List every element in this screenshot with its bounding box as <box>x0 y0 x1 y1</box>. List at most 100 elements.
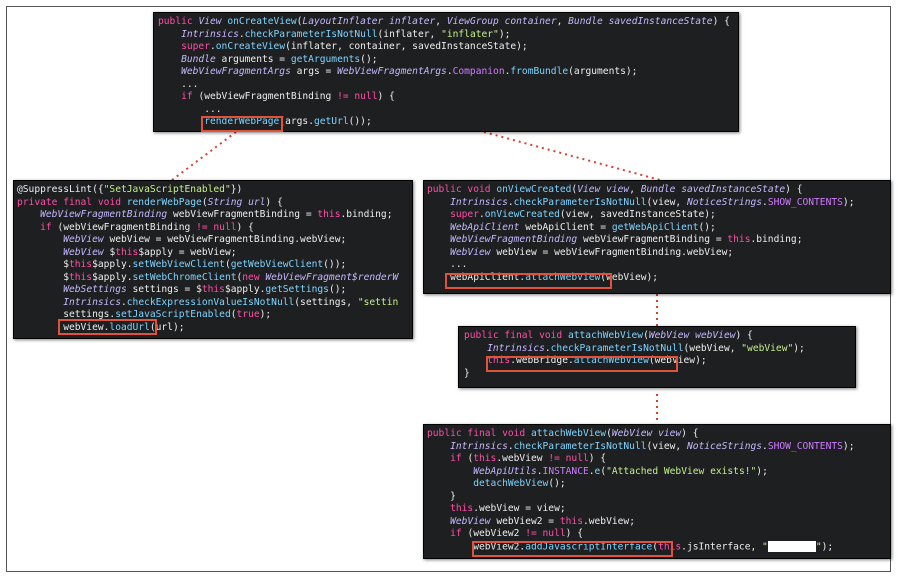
code-token <box>427 503 450 514</box>
code-token: this <box>115 246 139 258</box>
highlight-addjavascriptinterface-call <box>472 541 673 557</box>
code-token <box>427 478 473 489</box>
code-token: getUrl <box>313 116 349 127</box>
code-token: "settin <box>357 296 399 308</box>
code-token: savedInstanceState <box>681 184 786 195</box>
code-token <box>17 284 63 295</box>
code-line: Intrinsics.checkExpressionValueIsNotNull… <box>17 297 409 310</box>
code-token: (view, <box>646 196 687 208</box>
code-token: ); <box>756 465 768 477</box>
code-line: Intrinsics.checkParameterIsNotNull(infla… <box>158 29 734 42</box>
code-token: ( <box>224 259 231 270</box>
code-token: arguments = <box>221 53 291 65</box>
code-token: ); <box>793 342 805 354</box>
code-token: ) { <box>265 196 283 208</box>
code-token <box>427 234 450 245</box>
code-token: , <box>435 16 447 27</box>
code-line: public void onViewCreated(View view, Bun… <box>427 184 887 197</box>
code-line: public View onCreateView(LayoutInflater … <box>158 16 734 29</box>
code-line: WebView webView = webViewFragmentBinding… <box>17 234 409 247</box>
code-token: this <box>201 284 225 295</box>
code-token: ( <box>467 453 474 464</box>
code-token: public void <box>427 184 497 195</box>
code-token: ( <box>201 196 208 208</box>
code-token: this <box>317 209 341 220</box>
code-token: . <box>536 465 543 477</box>
code-line: renderWebPage(args.getUrl()); <box>158 116 734 129</box>
code-token: webView2. <box>427 541 526 552</box>
code-token: View <box>198 16 228 27</box>
code-token <box>427 247 450 258</box>
code-token: (webViewFragmentBinding <box>57 221 197 233</box>
code-token: Intrinsics <box>63 296 121 308</box>
code-token: Bundle <box>640 184 682 195</box>
code-token: this <box>727 234 751 245</box>
code-token: ... <box>427 259 468 270</box>
code-token: ); <box>821 541 834 552</box>
code-token: settings = $ <box>132 284 202 295</box>
code-token: checkParameterIsNotNull <box>513 196 647 208</box>
code-token: != null <box>196 221 237 233</box>
code-token: . <box>446 66 453 77</box>
code-token: . <box>238 28 245 40</box>
code-token: checkExpressionValueIsNotNull <box>126 296 295 308</box>
code-line: Intrinsics.checkParameterIsNotNull(webVi… <box>464 343 850 356</box>
code-token: Companion <box>452 66 505 77</box>
code-token: checkParameterIsNotNull <box>513 440 647 452</box>
code-line: super.onViewCreated(view, savedInstanceS… <box>427 209 887 222</box>
code-token: this <box>68 271 93 283</box>
code-token: getWebApiClient <box>611 221 699 233</box>
code-token <box>17 297 63 308</box>
code-token: WebView <box>63 234 110 245</box>
code-token: "Attached WebView exists!" <box>606 465 757 477</box>
code-token <box>427 453 450 464</box>
code-token: "inflater" <box>441 28 499 40</box>
code-line: Bundle arguments = getArguments(); <box>158 54 734 67</box>
code-token: ) { <box>377 91 395 102</box>
code-line: WebView webView2 = this.webView; <box>427 516 887 529</box>
code-token: container <box>504 16 557 27</box>
code-token: != null <box>337 91 378 102</box>
code-line: WebViewFragmentArgs args = WebViewFragme… <box>158 66 734 79</box>
code-token: . <box>762 196 768 208</box>
code-token: ); <box>842 196 855 208</box>
code-token: ()); <box>348 116 372 127</box>
code-token <box>158 66 181 77</box>
code-token <box>427 441 450 452</box>
code-token: ) { <box>735 330 753 341</box>
code-token: webView = webViewFragmentBinding.webView… <box>109 234 347 245</box>
code-line: WebApiUtils.INSTANCE.e("Attached WebView… <box>427 466 887 479</box>
code-token: ... <box>158 78 199 90</box>
code-token: webViewFragmentBinding = <box>172 209 318 220</box>
code-token: attachWebView <box>530 428 607 439</box>
code-token: } <box>464 367 470 379</box>
code-line: WebView $this$apply = webView; <box>17 247 409 260</box>
code-token: .webView <box>496 453 549 464</box>
code-line: $this$apply.setWebChromeClient(new WebVi… <box>17 272 409 285</box>
code-line: WebView webView = webViewFragmentBinding… <box>427 247 887 260</box>
code-token: detachWebView <box>473 478 549 489</box>
code-token: .webView; <box>582 515 635 527</box>
code-token <box>427 209 450 220</box>
code-line: this.webView = view; <box>427 503 887 516</box>
highlight-loadurl-call <box>58 319 157 335</box>
code-line: } <box>464 368 850 381</box>
code-line: settings.setJavaScriptEnabled(true); <box>17 309 409 322</box>
code-token: ViewGroup <box>446 16 505 27</box>
code-token: NoticeStrings <box>686 196 763 208</box>
code-token: $apply = webView; <box>138 246 237 258</box>
code-token: ()); <box>323 259 347 270</box>
code-token: WebApiUtils <box>473 465 537 477</box>
code-token: NoticeStrings <box>686 440 763 452</box>
code-token: this <box>658 541 682 552</box>
code-token: e <box>594 465 601 477</box>
code-line: WebApiClient webApiClient = getWebApiCli… <box>427 222 887 235</box>
code-token: addJavascriptInterface <box>525 541 653 552</box>
code-token: renderWebPage <box>126 196 202 208</box>
code-token: ) { <box>236 221 254 233</box>
code-token: ( <box>571 184 578 195</box>
code-token: (); <box>698 221 716 233</box>
code-token: fromBundle <box>510 66 569 77</box>
code-token: (webView); <box>600 271 659 283</box>
code-token: WebApiClient <box>450 221 526 233</box>
